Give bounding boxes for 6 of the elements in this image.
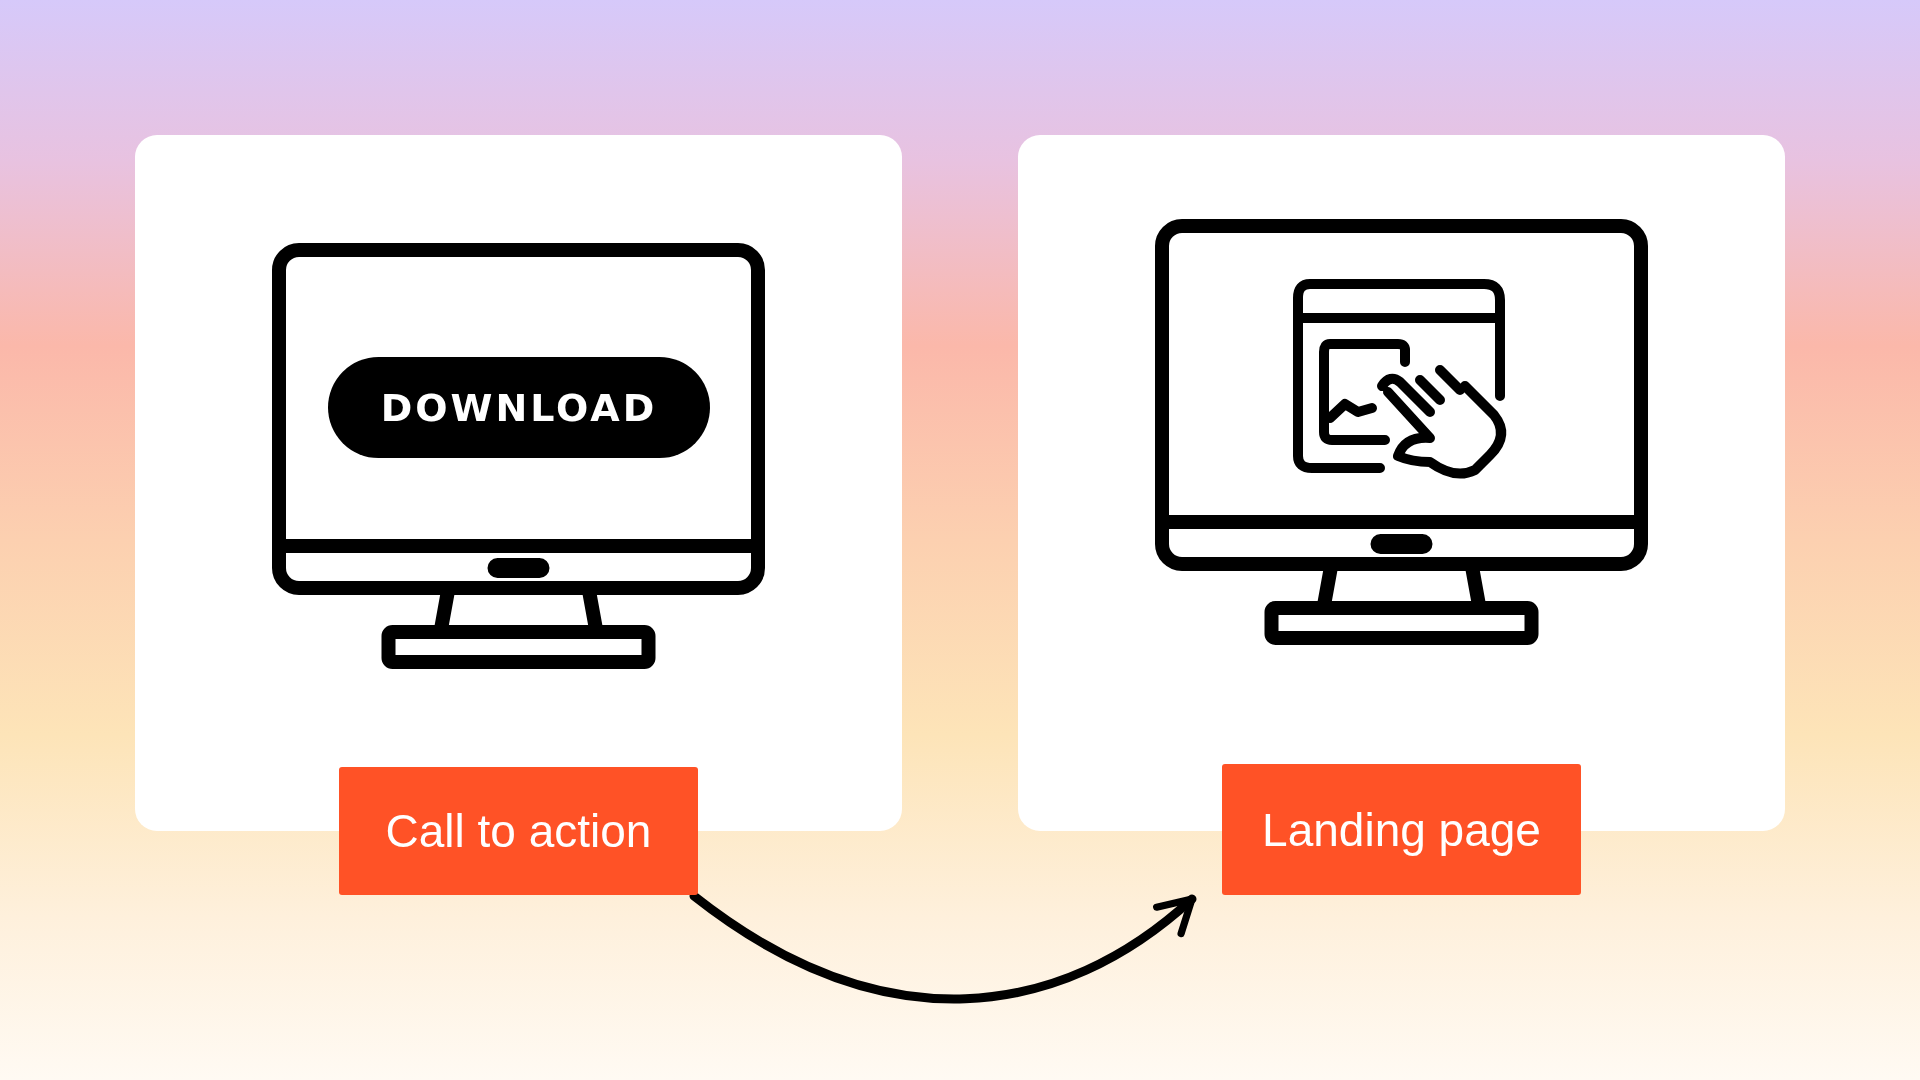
download-button: DOWNLOAD <box>328 357 710 458</box>
box-label: Call to action <box>385 804 652 858</box>
curved-arrow <box>689 891 1197 1004</box>
box-label: Landing page <box>1262 802 1541 857</box>
label-box <box>1222 764 1581 895</box>
label-box <box>339 767 698 895</box>
